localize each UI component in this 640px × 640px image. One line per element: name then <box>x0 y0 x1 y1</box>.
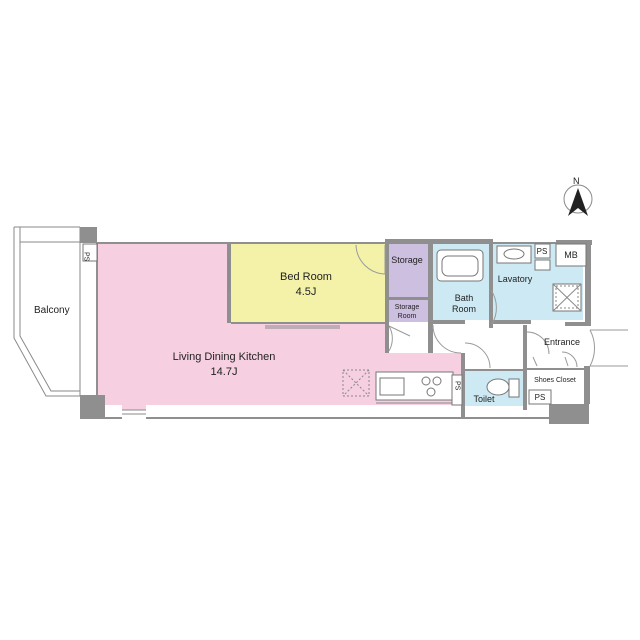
bath-label-1: Bath <box>455 293 474 303</box>
entrance-label: Entrance <box>544 337 580 347</box>
ldk-name: Living Dining Kitchen <box>173 351 276 363</box>
ps-label-kitchen: PS <box>454 381 461 391</box>
ps-label-living: PS <box>83 252 90 262</box>
ldk-area <box>98 244 461 410</box>
lavatory-label: Lavatory <box>498 274 533 284</box>
ldk-size: 14.7J <box>211 366 238 378</box>
storage-room-label-1: Storage <box>395 304 420 311</box>
mb-label: MB <box>564 250 578 260</box>
storage-area <box>388 244 428 298</box>
ps-box-lavatory <box>534 243 551 259</box>
storage-label: Storage <box>391 255 423 265</box>
storage-room-label-2: Room <box>398 313 417 320</box>
toilet-label: Toilet <box>473 394 495 404</box>
storage-room-area <box>388 300 428 322</box>
balcony-label: Balcony <box>34 305 70 316</box>
bedroom-area <box>231 244 386 323</box>
bath-label-2: Room <box>452 304 476 314</box>
mb-box <box>555 243 587 267</box>
ps-label-entrance: PS <box>535 393 546 402</box>
ps-label-lavatory: PS <box>537 247 548 256</box>
bedroom-name: Bed Room <box>280 271 332 283</box>
north-arrow-icon <box>563 184 593 216</box>
ps-box-living <box>82 243 98 262</box>
ps-box-entrance <box>528 389 552 405</box>
north-label: N <box>573 176 580 186</box>
ps-box-kitchen <box>451 374 463 406</box>
shoes-closet-label: Shoes Closet <box>534 377 576 384</box>
bedroom-size: 4.5J <box>296 286 317 298</box>
